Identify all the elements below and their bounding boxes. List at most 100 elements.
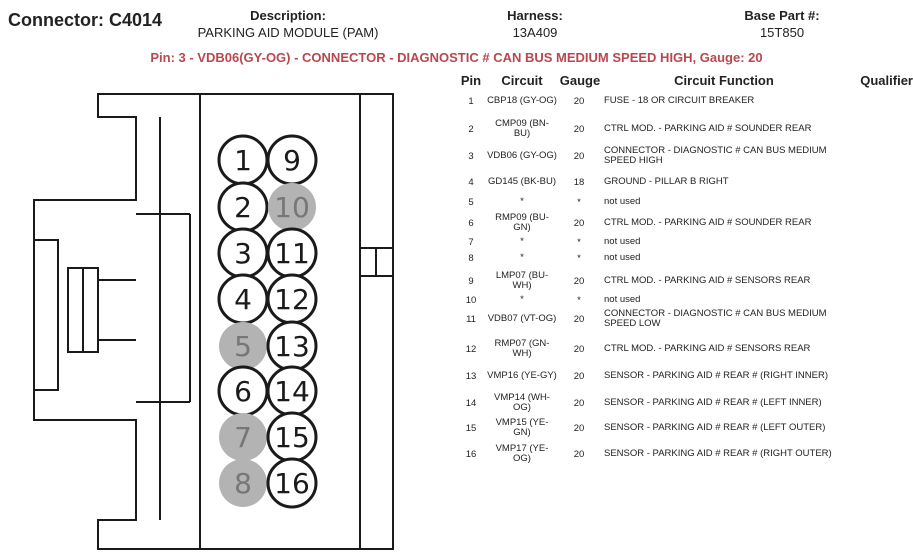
pin-label: 7 — [234, 421, 252, 454]
pin-cell: 2 — [468, 123, 474, 135]
selected-pin-banner: Pin: 3 - VDB06(GY-OG) - CONNECTOR - DIAG… — [150, 50, 763, 65]
pin-15: 15 — [266, 411, 318, 463]
pin-cell: 5 — [468, 196, 474, 208]
function-cell: CONNECTOR - DIAGNOSTIC # CAN BUS MEDIUM … — [604, 308, 827, 329]
pin-label: 6 — [234, 375, 252, 408]
pin-label: 14 — [274, 375, 310, 408]
pin-9: 9 — [266, 134, 318, 186]
pin-cell: 9 — [468, 275, 474, 287]
pin-4: 4 — [217, 273, 269, 325]
circuit-cell: VDB06 (GY-OG) — [487, 150, 557, 161]
pin-label: 15 — [274, 421, 310, 454]
table-row: 10**not used — [455, 294, 913, 306]
table-row: 13 VMP16 (YE-GY) 20 SENSOR - PARKING AID # … — [455, 365, 913, 387]
circuit-cell: VMP16 (YE-GY) — [487, 370, 557, 381]
pin-12: 12 — [266, 273, 318, 325]
function-cell: CTRL MOD. - PARKING AID # SENSORS REAR — [604, 343, 811, 354]
gauge-cell: * — [577, 196, 581, 208]
circuit-cell: LMP07 (BU-WH) — [495, 270, 549, 291]
gauge-cell: 20 — [573, 397, 585, 409]
pin-label: 1 — [234, 144, 252, 177]
table-row: 14 VMP14 (WH-OG) 20 SENSOR - PARKING AID # … — [455, 391, 913, 415]
gauge-cell: 18 — [573, 176, 585, 188]
pin-circle — [219, 322, 267, 370]
pin-circle — [219, 413, 267, 461]
pin-6: 6 — [217, 365, 269, 417]
description-value: PARKING AID MODULE (PAM) — [197, 25, 379, 40]
circuit-cell: VMP14 (WH-OG) — [494, 392, 550, 413]
gauge-cell: 20 — [573, 95, 585, 107]
pin-13: 13 — [266, 320, 318, 372]
table-row: 11 VDB07 (VT-OG) 20 CONNECTOR - DIAGNOSTIC … — [455, 307, 913, 331]
function-cell: not used — [604, 294, 641, 305]
pin-label: 16 — [274, 467, 310, 500]
pin-cell: 3 — [468, 150, 474, 162]
pin-cell: 4 — [468, 176, 474, 188]
circuit-cell: * — [520, 294, 524, 305]
function-cell: CTRL MOD. - PARKING AID # SENSORS REAR — [604, 275, 811, 286]
base-part-value: 15T850 — [759, 25, 805, 40]
pin-circle — [268, 183, 316, 231]
harness-label: Harness: — [507, 8, 563, 23]
table-row: 9 LMP07 (BU-WH) 20 CTRL MOD. - PARKING AID … — [455, 269, 913, 293]
circuit-cell: * — [520, 252, 524, 263]
pin-10: 10 — [268, 183, 316, 231]
base-part-label: Base Part #: — [744, 8, 820, 23]
header-qualifier: Qualifier — [860, 73, 913, 88]
pin-circle — [219, 459, 267, 507]
pin-7: 7 — [219, 413, 267, 461]
pin-cell: 11 — [466, 313, 476, 325]
pin-label: 12 — [274, 283, 310, 316]
gauge-cell: 20 — [573, 313, 585, 325]
function-cell: SENSOR - PARKING AID # REAR # (RIGHT INN… — [604, 370, 828, 381]
gauge-cell: 20 — [573, 370, 585, 382]
pin-cell: 6 — [468, 217, 474, 229]
pin-label: 5 — [234, 330, 252, 363]
gauge-cell: * — [577, 236, 581, 248]
pin-cell: 16 — [465, 448, 477, 460]
circuit-cell: * — [520, 236, 524, 247]
function-cell: GROUND - PILLAR B RIGHT — [604, 176, 729, 187]
pin-cell: 13 — [465, 370, 477, 382]
circuit-cell: * — [520, 196, 524, 207]
gauge-cell: 20 — [573, 123, 585, 135]
table-row: 7**not used — [455, 236, 913, 248]
gauge-cell: * — [577, 294, 581, 306]
pin-cell: 8 — [468, 252, 474, 264]
header-circuit-function: Circuit Function — [674, 73, 774, 88]
circuit-cell: VDB07 (VT-OG) — [487, 313, 557, 324]
harness-value: 13A409 — [512, 25, 558, 40]
header-circuit: Circuit — [501, 73, 543, 88]
function-cell: CTRL MOD. - PARKING AID # SOUNDER REAR — [604, 217, 812, 228]
circuit-cell: RMP07 (GN-WH) — [494, 338, 550, 359]
function-cell: not used — [604, 196, 641, 207]
gauge-cell: 20 — [573, 343, 585, 355]
pin-cell: 7 — [468, 236, 474, 248]
function-cell: SENSOR - PARKING AID # REAR # (LEFT INNE… — [604, 397, 822, 408]
function-cell: not used — [604, 252, 641, 263]
connector-title: Connector: C4014 — [8, 10, 163, 30]
pin-16: 16 — [266, 457, 318, 509]
function-cell: SENSOR - PARKING AID # REAR # (LEFT OUTE… — [604, 422, 826, 433]
description-label: Description: — [250, 8, 326, 23]
gauge-cell: * — [577, 252, 581, 264]
gauge-cell: 20 — [573, 275, 585, 287]
circuit-cell: VMP17 (YE-OG) — [495, 443, 549, 464]
pin-cell: 14 — [465, 397, 477, 409]
function-cell: FUSE - 18 OR CIRCUIT BREAKER — [604, 95, 755, 106]
pin-cell: 15 — [465, 422, 477, 434]
pin-cell: 1 — [468, 95, 474, 107]
gauge-cell: 20 — [573, 217, 585, 229]
function-cell: CTRL MOD. - PARKING AID # SOUNDER REAR — [604, 123, 812, 134]
pin-label: 4 — [234, 283, 252, 316]
pin-label: 8 — [234, 467, 252, 500]
gauge-cell: 20 — [573, 422, 585, 434]
pin-2: 2 — [217, 181, 269, 233]
